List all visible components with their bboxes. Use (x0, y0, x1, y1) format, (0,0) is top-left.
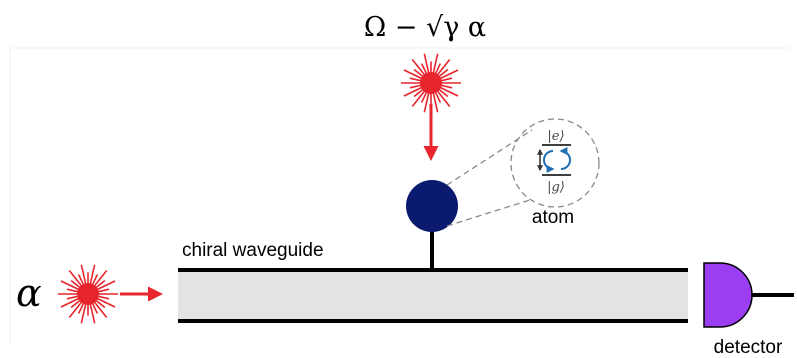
ground-state-label: |g⟩ (547, 180, 565, 195)
laser-ray (80, 264, 87, 287)
input-field-symbol: α (16, 271, 42, 315)
atom-circle (406, 180, 458, 232)
detector-label: detector (714, 337, 783, 358)
laser-ray (411, 59, 427, 78)
laser-ray (68, 270, 84, 289)
drive-formula: Ω − √γ α (364, 12, 486, 43)
laser-ray (60, 280, 82, 292)
laser-ray (423, 53, 430, 76)
laser-ray (60, 296, 82, 308)
detector-icon (703, 262, 753, 328)
zoom-bubble (510, 118, 600, 208)
laser-ray (403, 69, 425, 81)
waveguide-label: chiral waveguide (182, 240, 324, 261)
laser-ray (94, 296, 116, 308)
laser-ray (94, 280, 116, 292)
laser-ray (423, 90, 430, 113)
laser-ray (92, 299, 108, 318)
frame-outline (9, 47, 790, 346)
laser-ray (432, 53, 439, 76)
laser-ray (411, 88, 427, 107)
laser-ray (435, 88, 451, 107)
laser-ray (437, 69, 459, 81)
level-diagram-icon: |e⟩ |g⟩ (537, 129, 571, 195)
laser-ray (437, 85, 459, 97)
atom-label: atom (532, 207, 574, 228)
laser-ray (432, 90, 439, 113)
left-laser-burst-icon (58, 264, 118, 324)
laser-ray (89, 264, 96, 287)
waveguide-body (178, 270, 688, 321)
laser-ray (435, 59, 451, 78)
laser-ray (89, 301, 96, 324)
laser-core (420, 72, 442, 94)
zoom-line-lower (446, 199, 531, 227)
laser-ray (80, 301, 87, 324)
laser-ray (68, 299, 84, 318)
top-laser-burst-icon (401, 53, 461, 113)
cycle-arrow-right-icon (559, 147, 571, 170)
cycle-arrow-left-icon (543, 150, 555, 173)
excited-state-label: |e⟩ (547, 129, 564, 144)
laser-core (77, 283, 99, 305)
laser-ray (92, 270, 108, 289)
laser-ray (403, 85, 425, 97)
